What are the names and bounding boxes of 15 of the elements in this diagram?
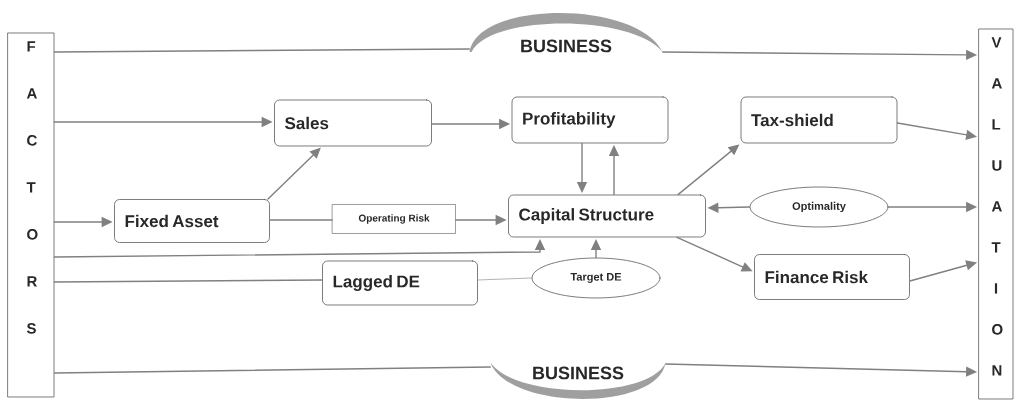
business-arc: BUSINESS (469, 13, 663, 53)
process-box: Sales (274, 99, 432, 147)
process-box: Finance Risk (754, 254, 910, 300)
ellipse-node: Target DE (531, 257, 661, 299)
arrow (267, 147, 321, 200)
side-panel: F A C T O R S (7, 32, 55, 398)
process-box: Fixed Asset (114, 199, 270, 243)
ellipse-node: Optimality (749, 186, 889, 228)
process-box: Lagged DE (322, 260, 478, 306)
label-box: Operating Risk (332, 204, 456, 234)
process-box: Tax-shield (740, 96, 898, 144)
process-box: Capital Structure (508, 194, 706, 238)
business-arc: BUSINESS (490, 363, 666, 399)
side-panel: V A L U A T I O N (978, 28, 1014, 400)
process-box: Profitability (511, 96, 669, 144)
